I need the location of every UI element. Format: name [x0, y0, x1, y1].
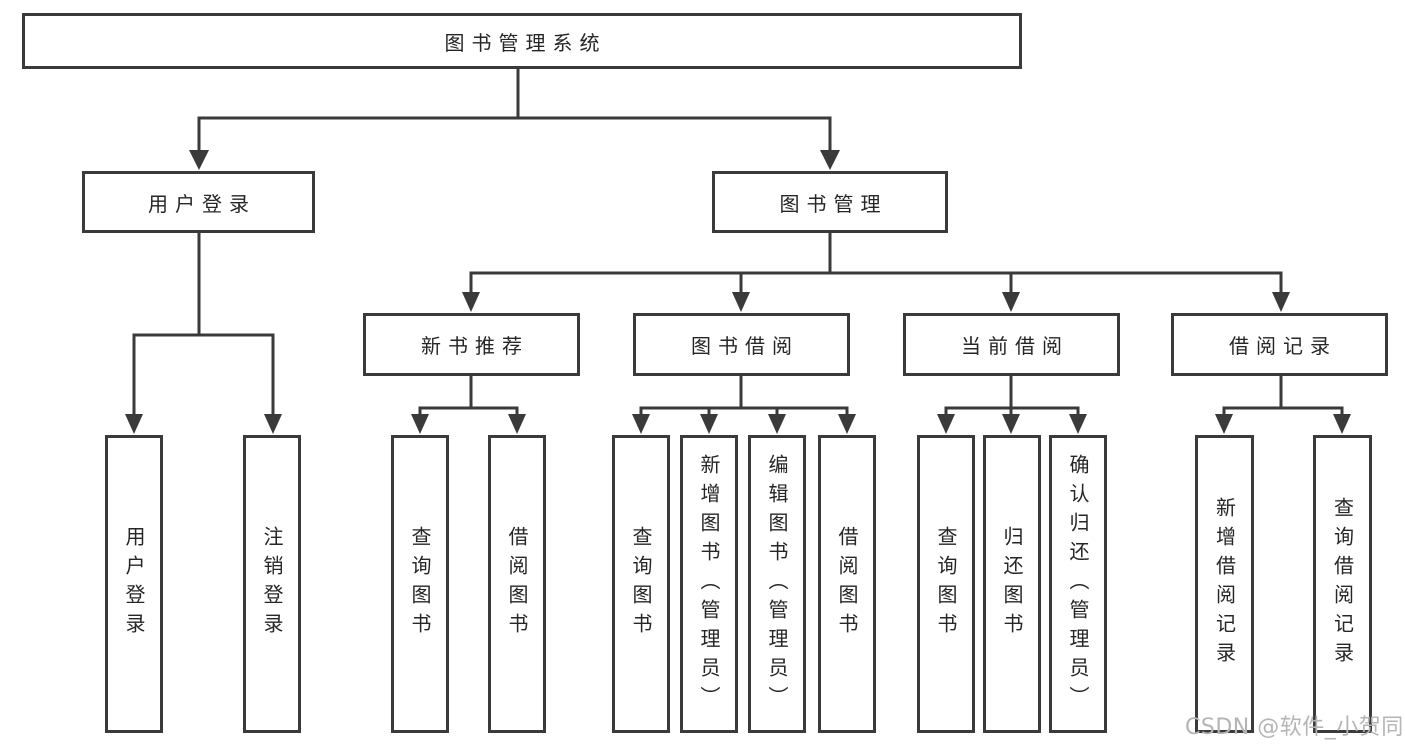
- connector-borrow-records-to-leaves: [1215, 376, 1351, 434]
- leaf-borrow-add-books-admin: 新增图书（管理员）: [680, 435, 738, 733]
- watermark: CSDN @软件_小贺同学: [1185, 715, 1405, 740]
- leaf-borrow-borrow-books: 借阅图书: [818, 435, 876, 733]
- leaf-current-confirm-return-admin: 确认归还（管理员）: [1049, 435, 1107, 733]
- connector-new-book-to-leaves: [411, 376, 526, 434]
- node-root: 图书管理系统: [22, 13, 1022, 69]
- connector-current-borrow-to-leaves: [937, 376, 1087, 434]
- node-user-login: 用户登录: [82, 171, 315, 233]
- leaf-borrow-edit-books-admin: 编辑图书（管理员）: [748, 435, 806, 733]
- leaf-user-login: 用户登录: [105, 435, 163, 733]
- connector-book-management-to-level3: [462, 233, 1290, 312]
- leaf-newbook-borrow-books: 借阅图书: [488, 435, 546, 733]
- node-borrowing-records: 借阅记录: [1171, 313, 1388, 376]
- node-current-borrowing: 当前借阅: [903, 313, 1120, 376]
- leaf-records-add-record: 新增借阅记录: [1195, 435, 1254, 733]
- connector-book-borrow-to-leaves: [632, 376, 856, 434]
- leaf-current-return-books: 归还图书: [983, 435, 1041, 733]
- node-book-borrowing: 图书借阅: [633, 313, 850, 376]
- leaf-records-query-record: 查询借阅记录: [1313, 435, 1372, 733]
- node-book-management: 图书管理: [712, 171, 948, 233]
- leaf-borrow-query-books: 查询图书: [612, 435, 670, 733]
- node-new-book-recommendation: 新书推荐: [363, 313, 580, 376]
- connector-root-to-level2: [189, 69, 840, 170]
- leaf-newbook-query-books: 查询图书: [391, 435, 449, 733]
- leaf-logout: 注销登录: [243, 435, 301, 733]
- connector-user-login-to-leaves: [125, 233, 282, 434]
- leaf-current-query-books: 查询图书: [917, 435, 975, 733]
